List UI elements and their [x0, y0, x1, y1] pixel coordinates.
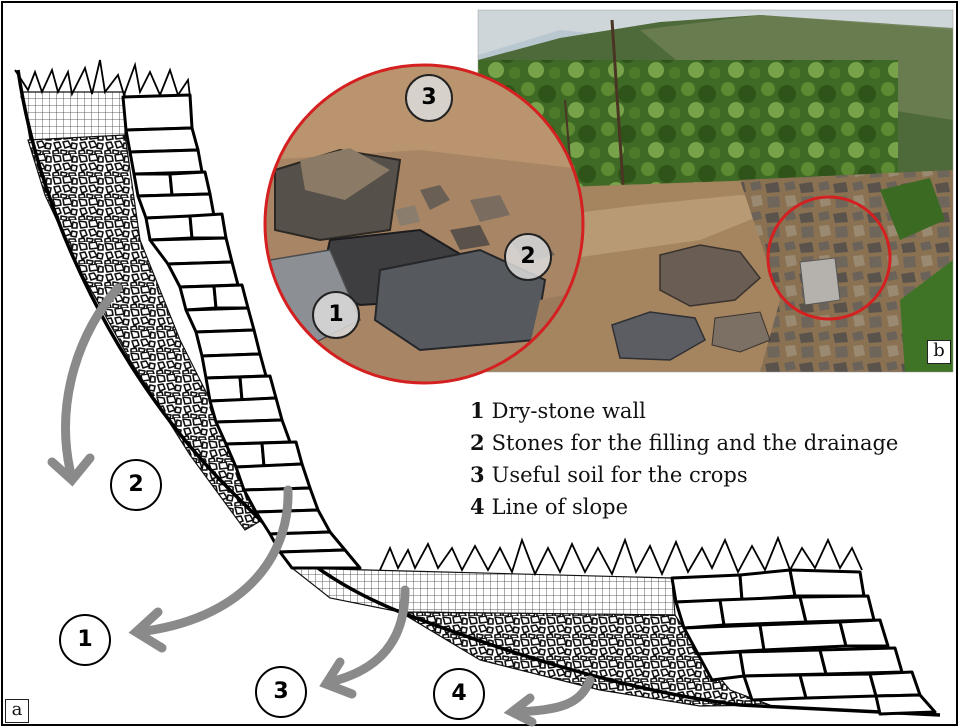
soil-layer-lower: [292, 568, 675, 615]
diagram-marker-3: 3: [255, 666, 307, 718]
panel-label-a: a: [5, 699, 29, 723]
photo-marker-3: 3: [405, 74, 453, 122]
diagram-marker-4: 4: [433, 668, 485, 720]
diagram-marker-2: 2: [110, 459, 162, 511]
diagram-marker-1: 1: [59, 614, 111, 666]
grass-bottom: [380, 538, 862, 574]
panel-label-b: b: [927, 340, 951, 364]
photo-marker-1: 1: [312, 291, 360, 339]
soil-layer-upper: [22, 92, 125, 140]
photo-marker-2: 2: [504, 233, 552, 281]
